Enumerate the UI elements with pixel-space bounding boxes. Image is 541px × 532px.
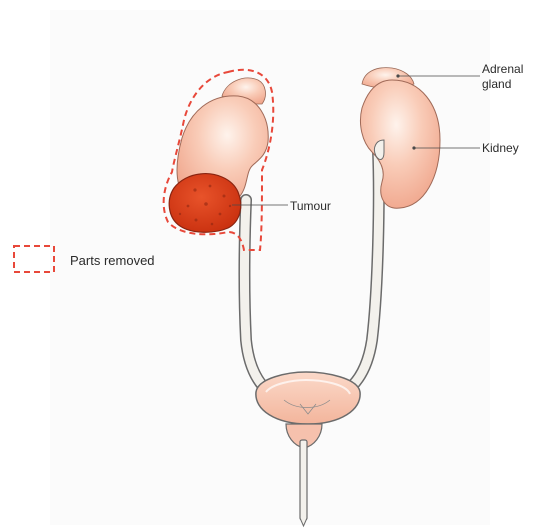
adrenal-label-line1: Adrenal [482,62,523,76]
adrenal-label-line2: gland [482,77,511,91]
tumour-label: Tumour [290,199,331,213]
urethra [300,440,307,520]
kidney-label: Kidney [482,141,519,155]
legend-label: Parts removed [70,253,155,268]
legend-dashed-swatch [14,246,54,272]
